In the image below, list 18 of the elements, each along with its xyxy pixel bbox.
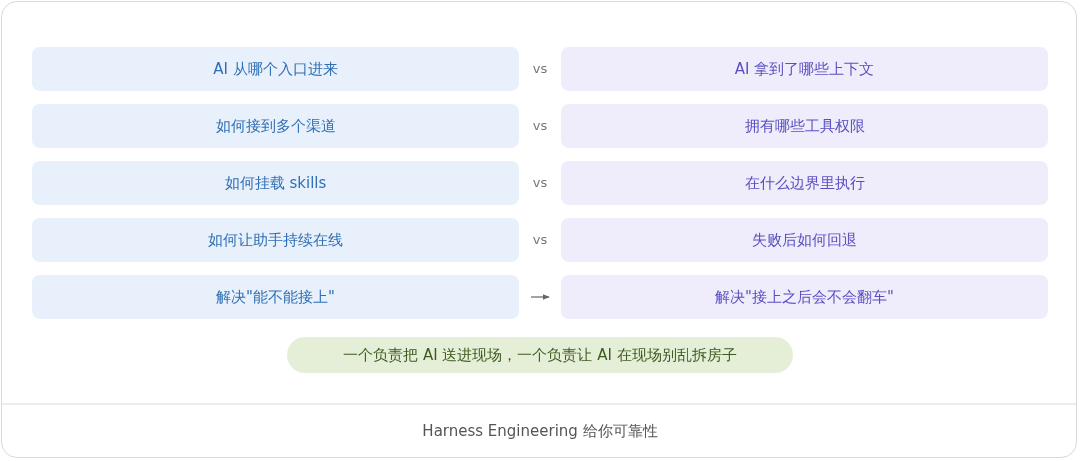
comparison-label: vs (531, 61, 549, 76)
caption: Harness Engineering 给你可靠性 (421, 422, 659, 441)
question-text: AI 从哪个入口进来 (213, 60, 338, 78)
question-text: AI 拿到了哪些上下文 (734, 60, 875, 78)
question-text: 解决"能不能接上" (216, 288, 335, 306)
question-text: 如何接到多个渠道 (215, 117, 336, 135)
question-text: 一个负责把 AI 送进现场，一个负责让 AI 在现场别乱拆房子 (343, 346, 737, 364)
comparison-label: vs (531, 232, 549, 247)
comparison-label: vs (531, 118, 549, 133)
summary-pill (287, 337, 793, 373)
question-text: 失败后如何回退 (752, 231, 857, 249)
question-text: 在什么边界里执行 (744, 174, 865, 192)
question-text: 如何挂载 skills (224, 174, 327, 192)
arrow (530, 294, 550, 300)
question-text: 如何让助手持续在线 (208, 231, 343, 249)
question-text: 解决"接上之后会不会翻车" (715, 288, 894, 306)
question-text: 拥有哪些工具权限 (744, 117, 865, 135)
comparison-label: vs (531, 175, 549, 190)
